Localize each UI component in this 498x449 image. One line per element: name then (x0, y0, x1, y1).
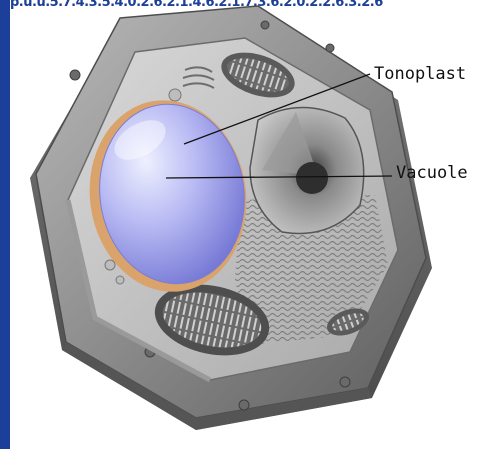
wall-pit (261, 21, 269, 29)
wall-pit (326, 44, 334, 52)
tonoplast-label: Tonoplast (374, 64, 466, 84)
vesicle (169, 89, 181, 101)
vesicle (116, 276, 124, 284)
nucleus (250, 107, 364, 233)
vesicle (105, 260, 115, 270)
wall-pit (340, 377, 350, 387)
vacuole-label: Vacuole (396, 163, 468, 183)
wall-pit (239, 400, 249, 410)
nucleolus (296, 162, 328, 194)
wall-pit (70, 70, 80, 80)
